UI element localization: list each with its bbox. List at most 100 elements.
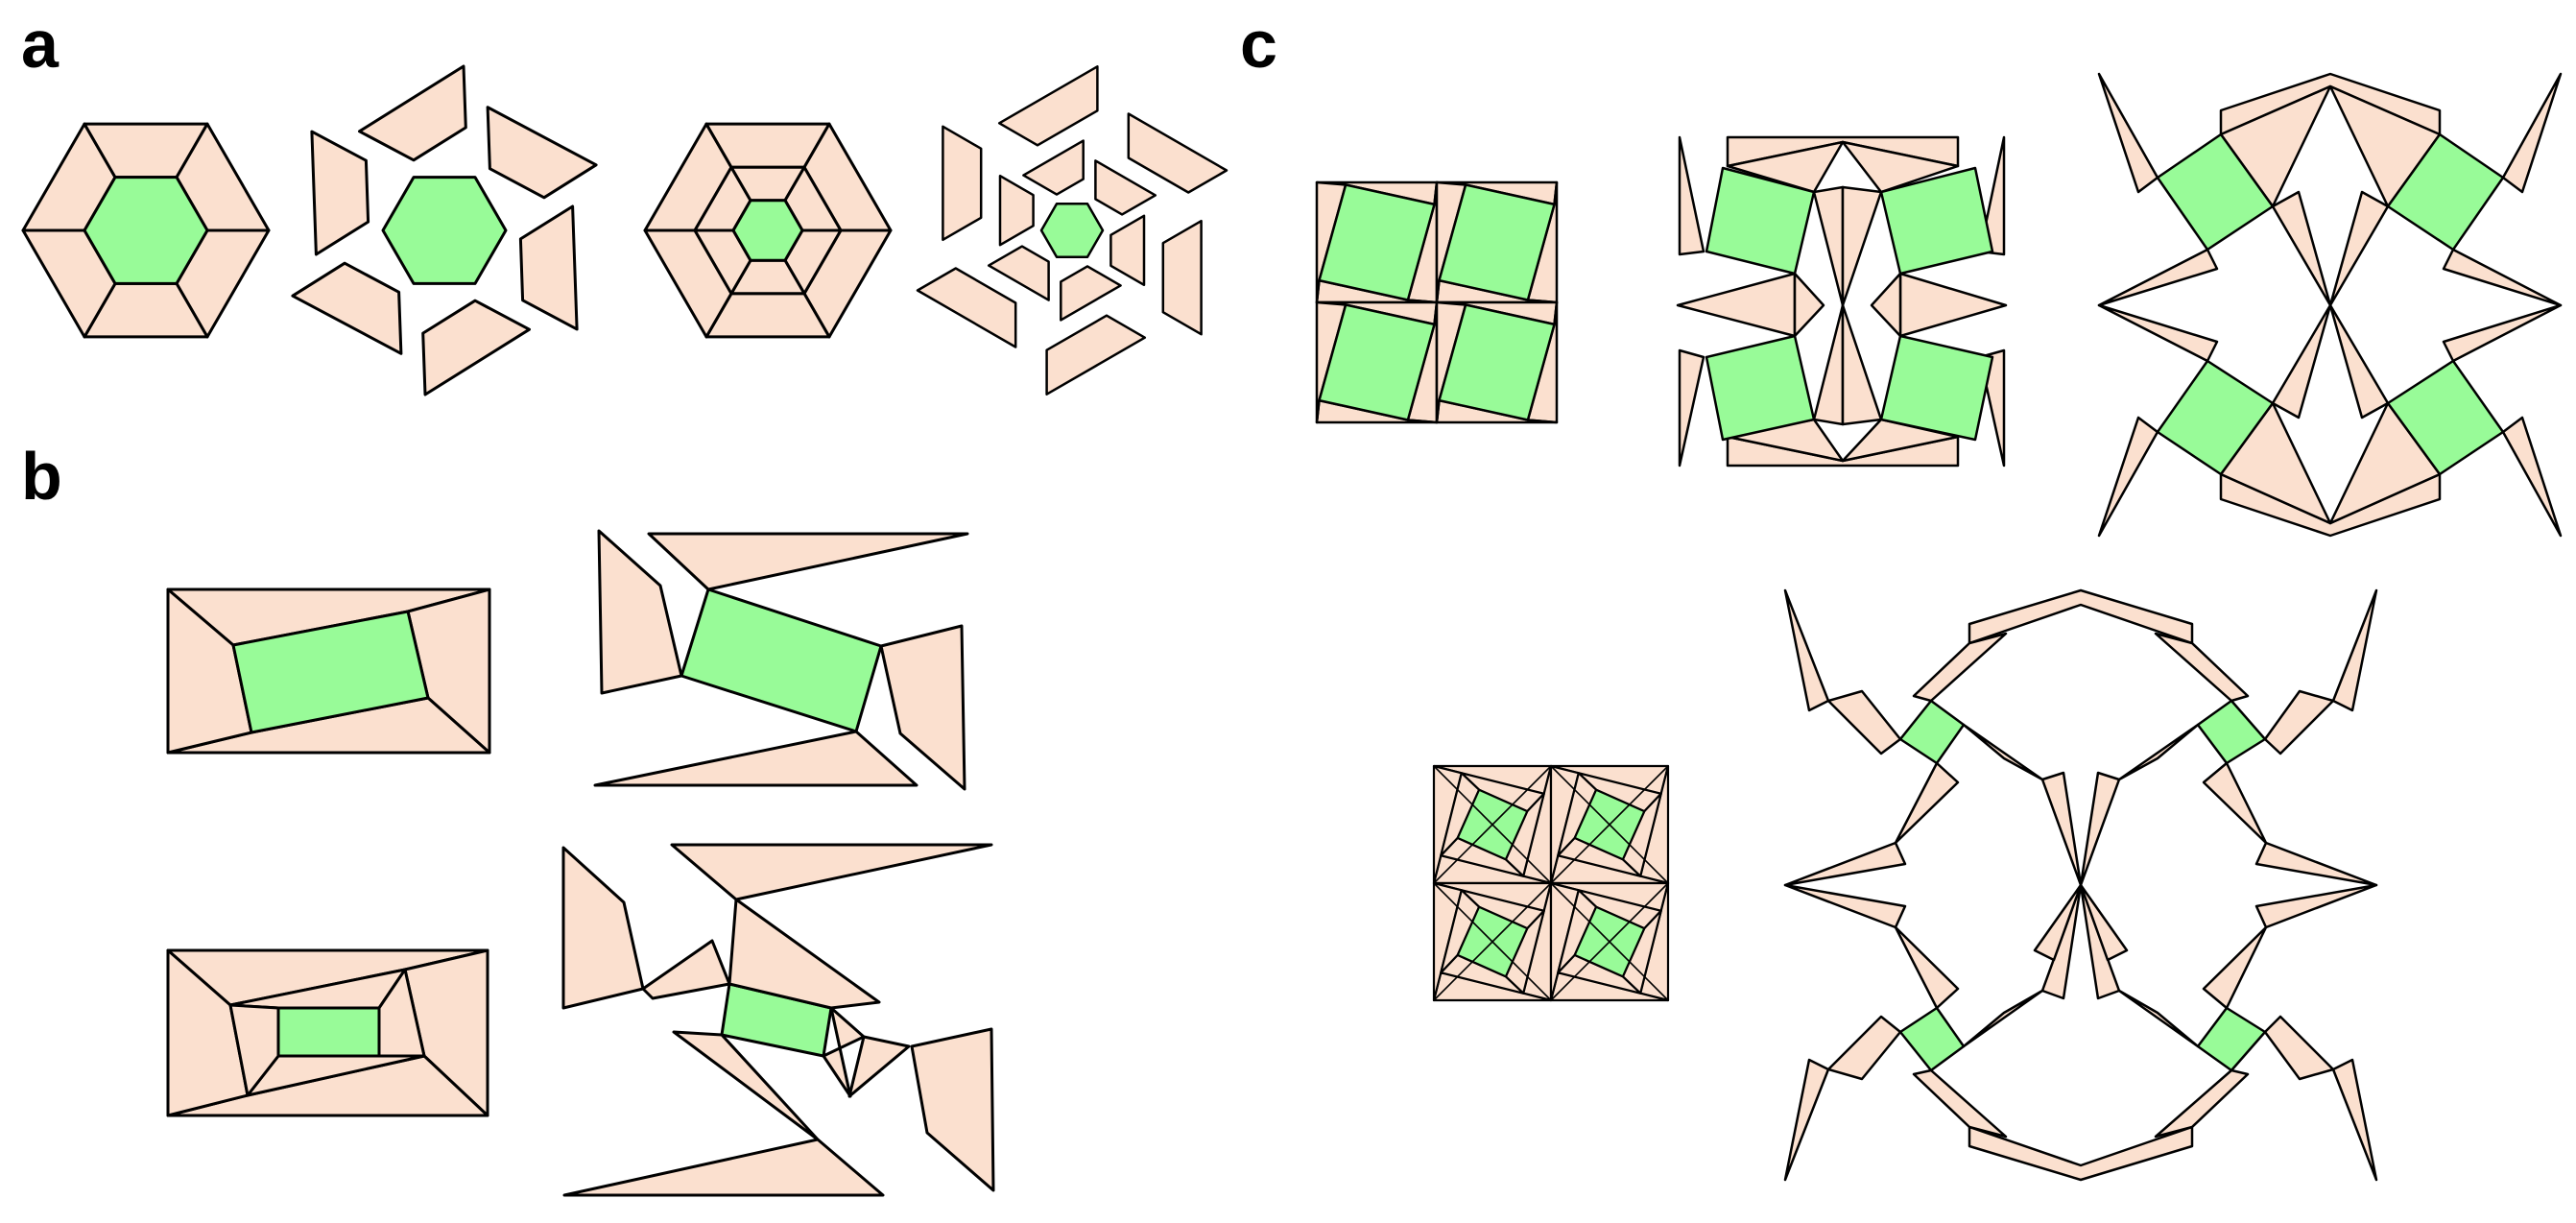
peach-tile	[310, 130, 370, 256]
peach-tile	[672, 1030, 820, 1141]
peach-tile	[1726, 140, 1845, 194]
peach-tile	[1898, 272, 2008, 338]
peach-tile	[1962, 989, 2044, 1048]
green-core-tile	[1879, 334, 1994, 442]
rectangle-closed-level-2	[166, 948, 489, 1117]
peach-tile	[1045, 314, 1147, 396]
peach-tile	[561, 846, 645, 1010]
panel-label-a: a	[21, 7, 60, 82]
peach-tile	[1060, 265, 1122, 322]
peach-tile	[822, 1006, 866, 1098]
cut-line	[1550, 882, 1610, 943]
peach-tile	[1912, 632, 2008, 703]
hexagon-open-level-1	[291, 64, 598, 396]
green-core-tile	[381, 176, 508, 285]
cut-line	[1433, 765, 1493, 826]
peach-tile	[358, 64, 467, 162]
rectangle-closed-level-1	[166, 588, 491, 755]
peach-tile	[2263, 1015, 2335, 1081]
green-core-tile	[1898, 1006, 1966, 1072]
peach-tile	[1841, 303, 1883, 426]
green-core-tile	[1898, 699, 1966, 765]
peach-tile	[1127, 112, 1228, 194]
peach-tile	[2254, 841, 2378, 887]
panel-label-c: c	[1240, 7, 1277, 82]
cut-line	[1433, 824, 1493, 884]
peach-tile	[997, 65, 1099, 147]
cut-line	[1491, 882, 1552, 943]
peach-tile	[1826, 1015, 1902, 1081]
green-core-tile	[680, 588, 883, 733]
peach-tile	[2097, 72, 2159, 194]
green-core-tile	[83, 176, 209, 285]
peach-tile	[1783, 841, 1907, 887]
square-closed-level-1	[1315, 180, 1559, 424]
peach-tile	[562, 1138, 885, 1197]
hexagon-closed-level-1	[21, 122, 271, 339]
green-core-tile	[1318, 303, 1436, 421]
green-core-tile	[1879, 166, 1994, 276]
green-core-tile	[1705, 334, 1816, 442]
cut-line	[1550, 824, 1610, 884]
green-core-tile	[276, 1006, 381, 1058]
cut-line	[1550, 765, 1610, 826]
peach-tile	[2202, 761, 2268, 845]
peach-tile	[998, 174, 1035, 247]
peach-tile	[2442, 248, 2563, 307]
peach-tile	[1826, 689, 1902, 755]
peach-tile	[847, 1035, 911, 1098]
peach-tile	[2079, 883, 2129, 962]
peach-tile	[1812, 303, 1845, 426]
square-open-level-2	[1783, 588, 2378, 1182]
green-core-tile	[2156, 132, 2275, 252]
peach-tile	[2154, 632, 2250, 703]
peach-tile	[1109, 214, 1146, 287]
panel-a	[21, 64, 1228, 396]
green-core-tile	[2386, 359, 2505, 476]
green-core-tile	[1438, 183, 1556, 301]
peach-tile	[1783, 588, 1830, 712]
peach-tile	[2328, 190, 2390, 307]
green-core-tile	[1318, 183, 1436, 301]
peach-tile	[1793, 272, 1825, 338]
peach-tile	[597, 529, 683, 695]
peach-tile	[1783, 1058, 1830, 1182]
green-core-tile	[2156, 359, 2275, 476]
square-open-level-1	[2097, 72, 2563, 538]
peach-tile	[2331, 1058, 2378, 1182]
green-core-tile	[2196, 699, 2267, 765]
panel-label-b: b	[21, 439, 62, 514]
peach-tile	[670, 843, 993, 901]
green-core-tile	[231, 610, 430, 734]
peach-tile	[2254, 883, 2378, 929]
peach-tile	[647, 532, 969, 591]
peach-tile	[486, 106, 598, 200]
peach-tile	[1894, 925, 1960, 1010]
peach-tile	[2040, 771, 2083, 887]
peach-tile	[2097, 303, 2219, 363]
cut-line	[1609, 765, 1669, 826]
peach-tile	[593, 730, 918, 787]
cut-line	[1609, 882, 1669, 943]
peach-tile	[518, 204, 579, 331]
panel-b	[166, 529, 995, 1197]
cut-line	[1609, 941, 1669, 1001]
peach-tile	[1094, 159, 1157, 216]
cut-line	[1491, 765, 1552, 826]
peach-tile	[2202, 925, 2268, 1010]
rectangle-open-level-2	[561, 843, 995, 1197]
cut-line	[1433, 941, 1493, 1001]
hexagon-open-level-2	[916, 65, 1228, 396]
green-core-tile	[2196, 1006, 2267, 1072]
peach-tile	[2079, 771, 2121, 887]
peach-tile	[987, 245, 1050, 301]
peach-tile	[1161, 219, 1203, 336]
peach-tile	[291, 261, 403, 355]
peach-tile	[2331, 588, 2378, 712]
peach-tile	[1894, 761, 1960, 845]
peach-tile	[2271, 190, 2332, 307]
peach-tile	[421, 299, 531, 396]
peach-tile	[1676, 272, 1797, 338]
square-partially-open-level-1	[1676, 135, 2008, 468]
